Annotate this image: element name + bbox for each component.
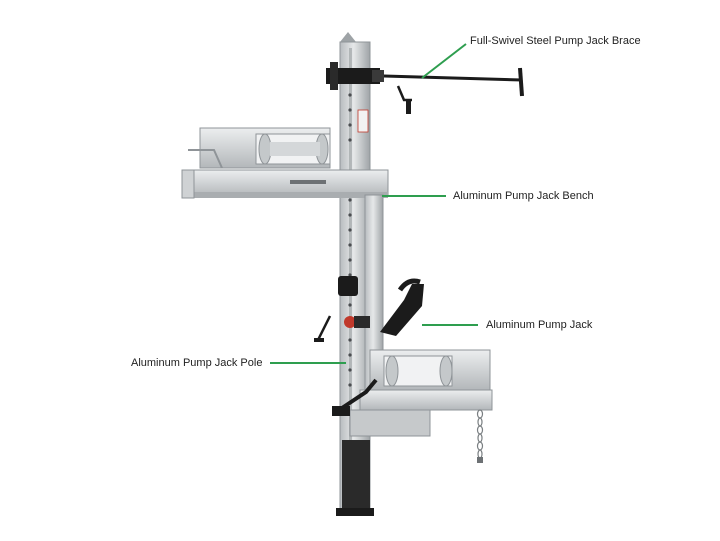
callout-pole: Aluminum Pump Jack Pole xyxy=(131,357,263,369)
callout-brace: Full-Swivel Steel Pump Jack Brace xyxy=(470,35,641,47)
pump-jack xyxy=(314,276,493,463)
callout-jack: Aluminum Pump Jack xyxy=(486,319,593,331)
callout-bench: Aluminum Pump Jack Bench xyxy=(453,190,594,202)
leader-line-brace xyxy=(421,43,467,79)
pump-jack-brace xyxy=(326,62,524,114)
